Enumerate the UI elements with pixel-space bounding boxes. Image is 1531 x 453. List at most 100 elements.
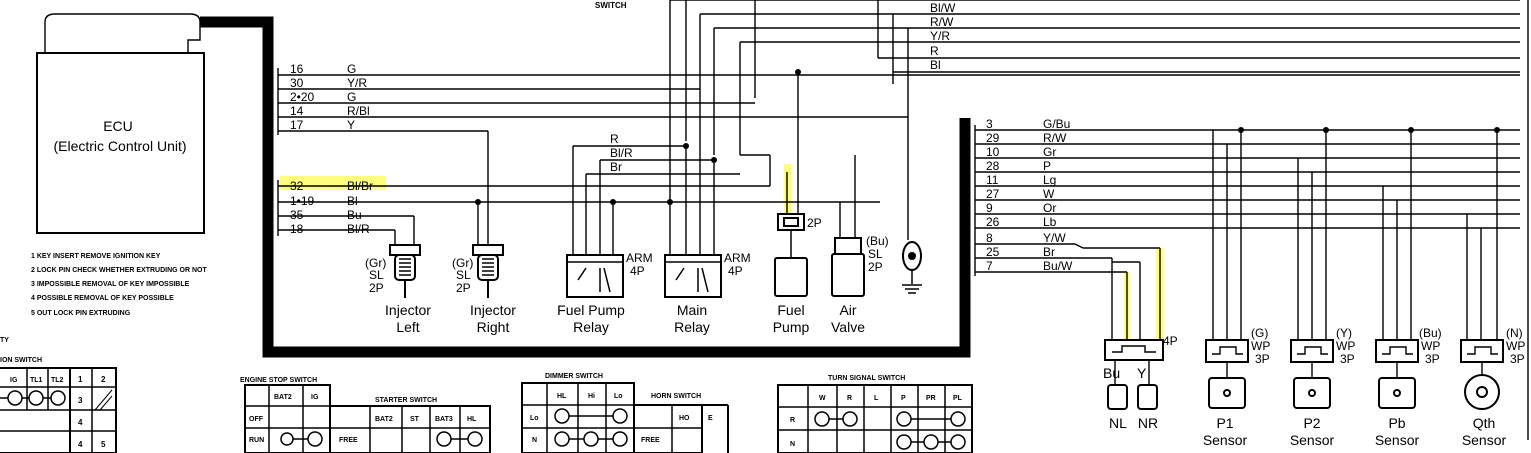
svg-text:2P: 2P xyxy=(807,216,822,230)
svg-text:Bl/Br: Bl/Br xyxy=(347,179,373,193)
svg-text:Or: Or xyxy=(1043,201,1056,215)
svg-text:4 POSSIBLE REMOVAL OF KEY POS: 4 POSSIBLE REMOVAL OF KEY POSSIBLE xyxy=(31,295,174,302)
svg-text:G: G xyxy=(347,90,356,104)
relay-bus-wires: R Bl/R Br xyxy=(573,132,740,175)
svg-text:Relay: Relay xyxy=(573,319,609,335)
svg-text:R: R xyxy=(847,395,852,402)
dimmer-switch-table: DIMMER SWITCH HL Hi Lo Lo N xyxy=(521,373,635,453)
qth-sensor: (N) WP 3P Qth Sensor xyxy=(1460,326,1525,448)
injector-right-label: Injector xyxy=(470,302,516,318)
fuel-pump-relay: ARM 4P Fuel Pump Relay xyxy=(557,251,653,335)
svg-text:(Bu): (Bu) xyxy=(1419,326,1442,340)
pin-row: 35 Bu xyxy=(278,208,414,222)
svg-text:DIMMER SWITCH: DIMMER SWITCH xyxy=(545,373,603,380)
svg-text:32: 32 xyxy=(290,179,304,193)
pin-row: 27 W xyxy=(975,187,1520,201)
svg-text:HORN SWITCH: HORN SWITCH xyxy=(651,393,701,400)
svg-text:3 IMPOSSIBLE REMOVAL OF KEY I: 3 IMPOSSIBLE REMOVAL OF KEY IMPOSSIBLE xyxy=(31,281,190,288)
switch-label: SWITCH xyxy=(595,1,627,10)
svg-text:28: 28 xyxy=(986,159,1000,173)
ecu-lower-pins: 32 Bl/Br 1•19 Bl 35 Bu 18 Bl/R xyxy=(277,179,880,236)
svg-text:Lg: Lg xyxy=(1043,173,1056,187)
pin-row: 1•19 Bl xyxy=(278,194,880,208)
svg-text:1 KEY INSERT REMOVE IGNITION: 1 KEY INSERT REMOVE IGNITION KEY xyxy=(31,253,161,260)
svg-text:Br: Br xyxy=(610,160,622,174)
svg-text:Gr: Gr xyxy=(1043,145,1056,159)
svg-text:Lo: Lo xyxy=(530,415,539,422)
fuel-pump: 2P Fuel Pump xyxy=(773,213,822,335)
svg-text:ENGINE STOP SWITCH: ENGINE STOP SWITCH xyxy=(240,377,317,384)
svg-text:BAT3: BAT3 xyxy=(435,416,453,423)
bus-label-r: R xyxy=(930,44,939,58)
svg-text:HL: HL xyxy=(557,393,567,400)
main-relay: ARM 4P Main Relay xyxy=(664,251,751,335)
svg-text:G/Bu: G/Bu xyxy=(1043,117,1070,131)
svg-text:2•20: 2•20 xyxy=(290,90,315,104)
svg-text:W: W xyxy=(819,395,826,402)
p2-sensor: (Y) WP 3P P2 Sensor xyxy=(1290,326,1356,448)
svg-text:Y: Y xyxy=(1137,365,1147,381)
injector-left: (Gr) SL 2P Injector Left xyxy=(365,244,431,335)
svg-text:Sensor: Sensor xyxy=(1203,432,1248,448)
svg-text:7: 7 xyxy=(986,259,993,273)
pin-row: 2•20 G xyxy=(278,90,755,104)
svg-text:(Gr): (Gr) xyxy=(452,256,473,270)
svg-text:PL: PL xyxy=(953,395,963,402)
svg-text:5: 5 xyxy=(101,440,106,449)
svg-text:E: E xyxy=(708,415,713,422)
svg-text:14: 14 xyxy=(290,104,304,118)
bus-label-yr: Y/R xyxy=(930,29,950,43)
svg-text:R/W: R/W xyxy=(1043,131,1067,145)
main-relay-label: Main xyxy=(677,302,707,318)
svg-text:Lb: Lb xyxy=(1043,215,1057,229)
svg-text:Bl/R: Bl/R xyxy=(347,222,370,236)
svg-text:WP: WP xyxy=(1421,339,1440,353)
svg-text:35: 35 xyxy=(290,208,304,222)
svg-text:Bu: Bu xyxy=(1103,365,1120,381)
svg-text:Y/R: Y/R xyxy=(347,76,367,90)
svg-text:10: 10 xyxy=(986,145,1000,159)
svg-text:4: 4 xyxy=(78,440,83,449)
injector-right: (Gr) SL 2P Injector Right xyxy=(452,244,516,335)
svg-text:2P: 2P xyxy=(456,281,471,295)
svg-text:Bl: Bl xyxy=(347,194,358,208)
svg-text:(Bu): (Bu) xyxy=(866,234,889,248)
pin-row: 10 Gr xyxy=(975,145,1520,159)
svg-text:N: N xyxy=(790,441,795,448)
injector-left-label: Injector xyxy=(385,302,431,318)
svg-text:2P: 2P xyxy=(868,260,883,274)
svg-text:Left: Left xyxy=(396,319,419,335)
svg-text:W: W xyxy=(1043,187,1055,201)
pin-row: 32 Bl/Br xyxy=(278,179,770,193)
ecu-title: ECU xyxy=(103,118,133,134)
svg-text:27: 27 xyxy=(986,187,1000,201)
svg-text:18: 18 xyxy=(290,222,304,236)
svg-text:P2: P2 xyxy=(1303,415,1320,431)
bus-label-rw: R/W xyxy=(930,15,954,29)
svg-text:8: 8 xyxy=(986,231,993,245)
pb-sensor: (Bu) WP 3P Pb Sensor xyxy=(1375,326,1442,448)
svg-text:Pump: Pump xyxy=(773,319,810,335)
svg-text:P: P xyxy=(901,395,906,402)
svg-text:4P: 4P xyxy=(1163,334,1178,348)
svg-text:30: 30 xyxy=(290,76,304,90)
nr-label: NR xyxy=(1138,415,1158,431)
air-valve-label: Air xyxy=(839,302,856,318)
pin-row: 16 G xyxy=(278,62,1520,76)
svg-text:Right: Right xyxy=(477,319,510,335)
turn-signal-switch-table: TURN SIGNAL SWITCH W R L P PR PL R N xyxy=(777,375,973,453)
svg-text:L: L xyxy=(874,395,879,402)
svg-text:Valve: Valve xyxy=(831,319,865,335)
svg-text:(Gr): (Gr) xyxy=(365,256,386,270)
air-valve: (Bu) SL 2P Air Valve xyxy=(831,234,889,335)
svg-text:Br: Br xyxy=(1043,245,1055,259)
ground-symbol-icon xyxy=(902,241,922,294)
svg-text:ARM: ARM xyxy=(724,251,751,265)
svg-text:17: 17 xyxy=(290,118,304,132)
